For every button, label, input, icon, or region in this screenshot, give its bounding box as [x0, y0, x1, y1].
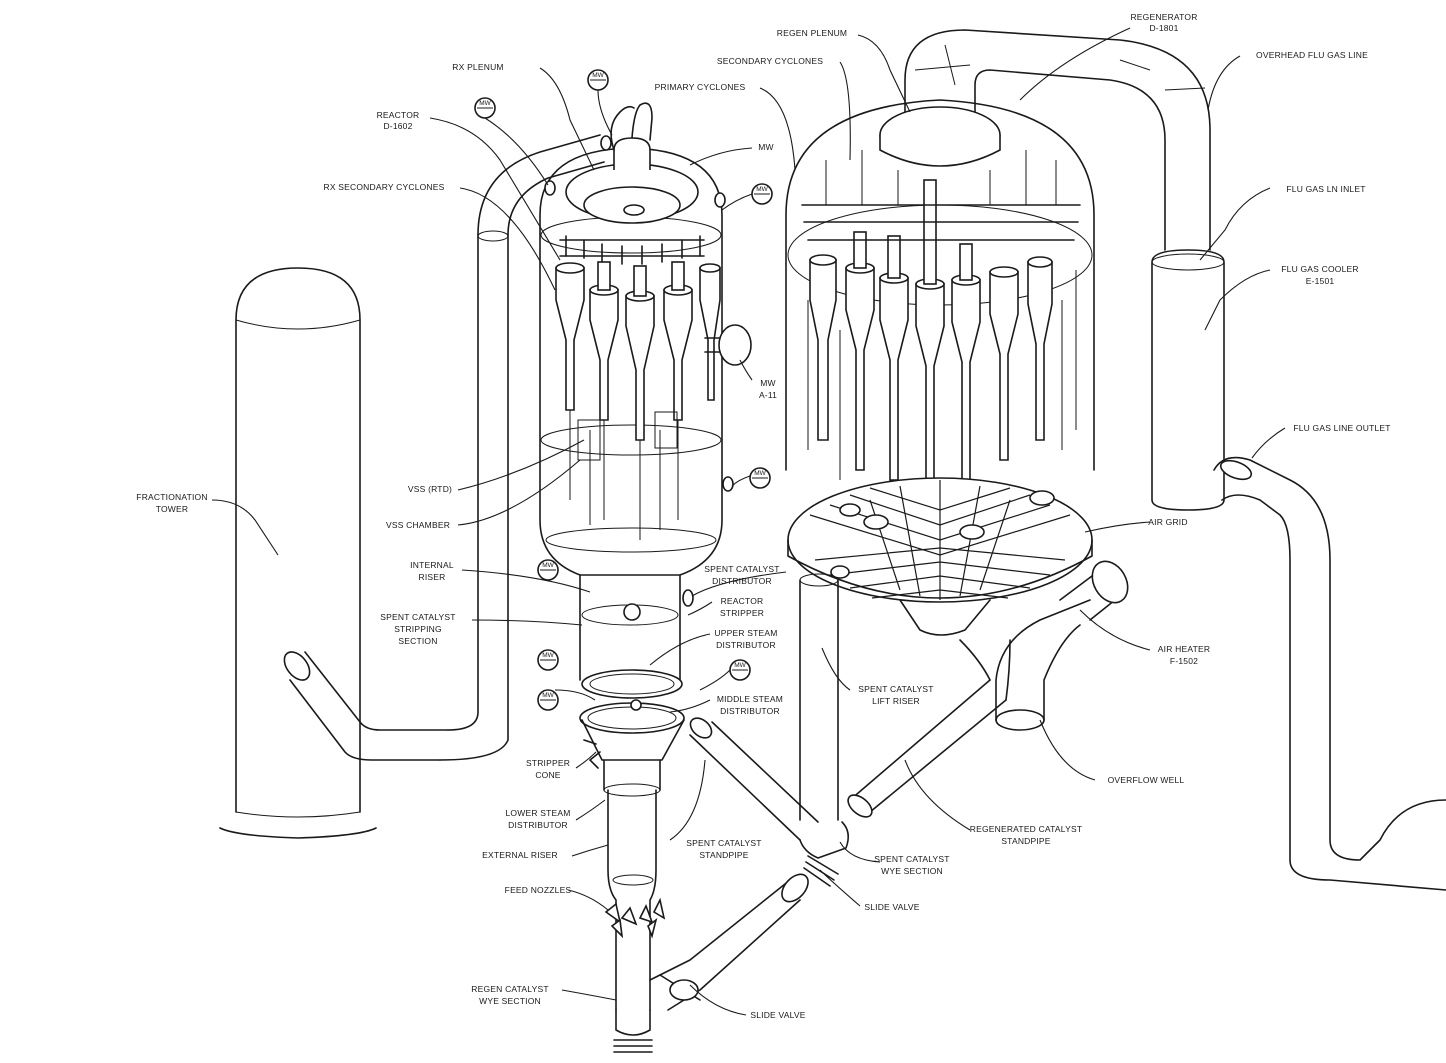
- svg-text:MW: MW: [756, 186, 768, 193]
- reactor-vessel: [539, 102, 752, 576]
- label-slide-valve-upper: SLIDE VALVE: [864, 902, 919, 912]
- mw-tag: MW: [729, 659, 751, 681]
- label-external-riser: EXTERNAL RISER: [482, 850, 558, 860]
- label-rx-plenum: RX PLENUM: [452, 62, 503, 72]
- label-mw: MW: [758, 142, 774, 152]
- svg-text:MW: MW: [542, 562, 554, 569]
- mw-tag: MW: [751, 183, 773, 205]
- svg-text:MW: MW: [754, 470, 766, 477]
- mw-tag: MW: [537, 649, 559, 671]
- label-flue-gas-line-outlet: FLU GAS LINE OUTLET: [1293, 423, 1390, 433]
- label-flue-gas-line-inlet: FLU GAS LN INLET: [1286, 184, 1365, 194]
- reactor-stripper: [579, 574, 809, 1053]
- svg-text:MW: MW: [734, 662, 746, 669]
- leader-lines: [211, 27, 1286, 1016]
- label-air-grid: AIR GRID: [1148, 517, 1187, 527]
- mw-tag: MW: [474, 97, 496, 119]
- label-overhead-flue-gas-line: OVERHEAD FLU GAS LINE: [1256, 50, 1368, 60]
- svg-text:MW: MW: [592, 72, 604, 79]
- mw-tag: MW: [537, 559, 559, 581]
- regenerator-vessel: [785, 29, 1446, 891]
- feed-nozzles: [604, 897, 666, 939]
- svg-text:MW: MW: [542, 652, 554, 659]
- fractionation-tower: [219, 134, 605, 839]
- label-rx-secondary-cyclones: RX SECONDARY CYCLONES: [323, 182, 444, 192]
- mw-tag: MW: [537, 689, 559, 711]
- label-overflow-well: OVERFLOW WELL: [1108, 775, 1185, 785]
- mw-tag: MW: [749, 467, 771, 489]
- label-vss-chamber: VSS CHAMBER: [386, 520, 450, 530]
- label-secondary-cyclones: SECONDARY CYCLONES: [717, 56, 823, 66]
- mw-tags: MW MW MW MW MW MW MW MW: [474, 69, 773, 711]
- label-feed-nozzles: FEED NOZZLES: [505, 885, 572, 895]
- spent-catalyst-standpipe: [689, 717, 850, 887]
- label-vss-rtd: VSS (RTD): [408, 484, 452, 494]
- label-slide-valve-lower: SLIDE VALVE: [750, 1010, 805, 1020]
- label-regen-plenum: REGEN PLENUM: [777, 28, 847, 38]
- regenerator-cyclones: [801, 150, 1081, 501]
- label-primary-cyclones: PRIMARY CYCLONES: [655, 82, 746, 92]
- svg-text:MW: MW: [479, 100, 491, 107]
- reactor-cyclones: [555, 261, 721, 540]
- mw-tag: MW: [587, 69, 609, 91]
- svg-text:MW: MW: [542, 692, 554, 699]
- air-grid: [787, 477, 1093, 603]
